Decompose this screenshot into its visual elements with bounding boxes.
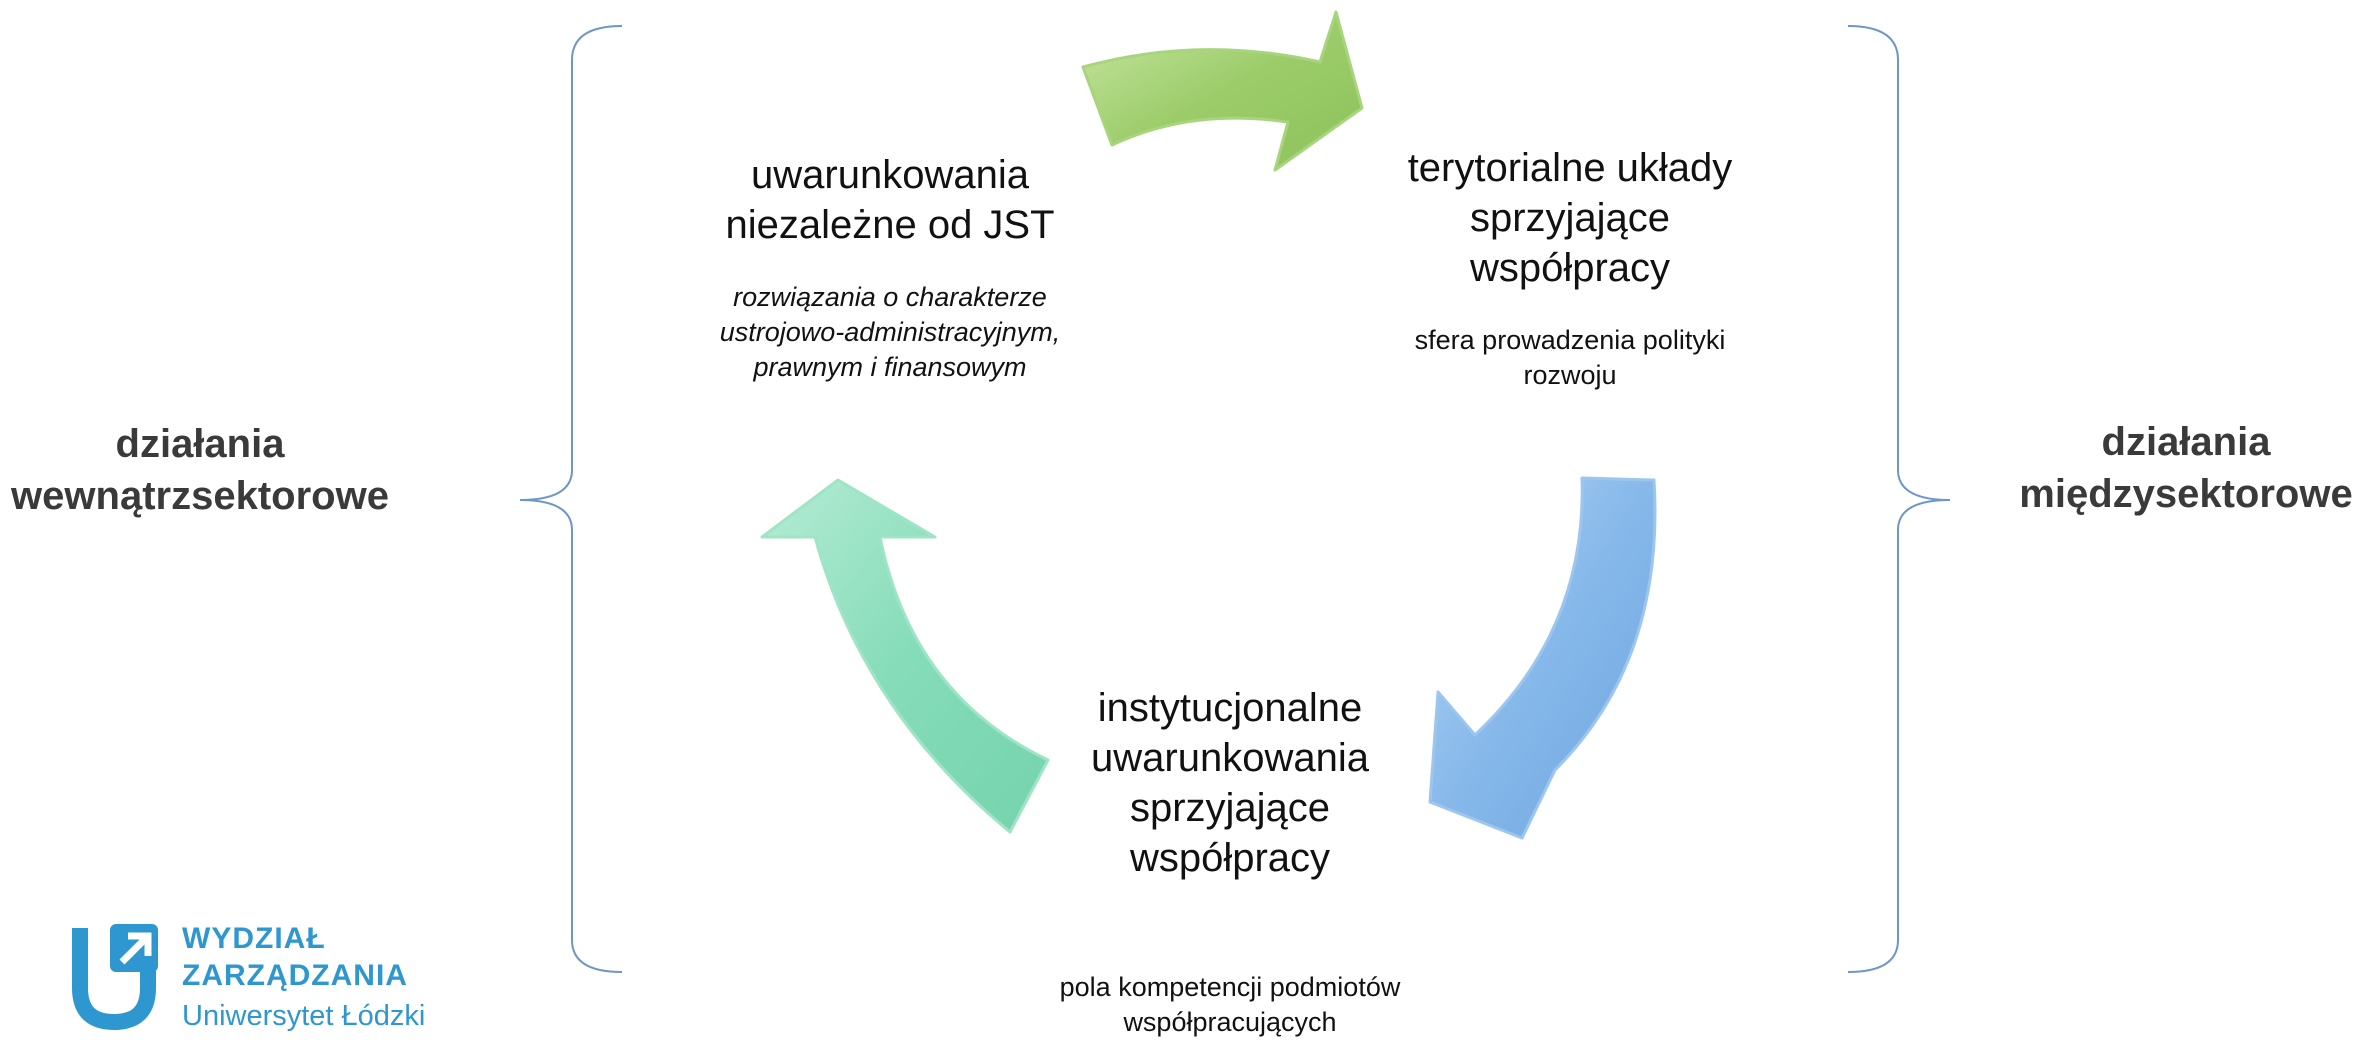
left-label-line: działania [115, 422, 285, 466]
title-line: sprzyjające [1129, 786, 1331, 830]
subtitle-line: rozwoju [1523, 360, 1617, 390]
right-label-line: działania [2101, 420, 2271, 464]
logo-mark-icon [72, 924, 158, 1031]
faculty-logo: WYDZIAŁ ZARZĄDZANIA Uniwersytet Łódzki [66, 918, 446, 1036]
right-brace [1847, 25, 1951, 973]
subtitle-line: ustrojowo-administracyjnym, [719, 317, 1061, 347]
node-subtitle: rozwiązania o charakterze ustrojowo-admi… [640, 280, 1140, 385]
title-line: instytucjonalne [1097, 686, 1363, 730]
logo-line-2: ZARZĄDZANIA [182, 959, 408, 992]
right-side-label: działania międzysektorowe [2000, 416, 2372, 520]
teal-arrow [760, 478, 1050, 834]
title-line: sprzyjające [1469, 196, 1671, 240]
blue-arrow [1428, 476, 1657, 840]
node-title: instytucjonalne uwarunkowania sprzyjając… [980, 683, 1480, 883]
logo-line-3: Uniwersytet Łódzki [182, 1000, 426, 1032]
title-line: współpracy [1129, 836, 1331, 880]
logo-line-1: WYDZIAŁ [182, 922, 326, 955]
node-bottom-subtitle: pola kompetencji podmiotów współpracując… [980, 970, 1480, 1040]
subtitle-line: rozwiązania o charakterze [733, 282, 1047, 312]
left-brace [519, 25, 623, 973]
node-subtitle: sfera prowadzenia polityki rozwoju [1320, 323, 1820, 393]
subtitle-line: sfera prowadzenia polityki [1414, 325, 1726, 355]
green-arrow [1081, 10, 1364, 172]
subtitle-line: współpracujących [1123, 1007, 1337, 1037]
left-label-line: wewnątrzsektorowe [11, 474, 389, 518]
title-line: współpracy [1469, 246, 1671, 290]
title-line: niezależne od JST [725, 203, 1055, 247]
title-line: terytorialne układy [1407, 146, 1733, 190]
title-line: uwarunkowania [751, 153, 1029, 197]
title-line: uwarunkowania [1091, 736, 1369, 780]
node-top-right: terytorialne układy sprzyjające współpra… [1320, 143, 1820, 393]
node-title: terytorialne układy sprzyjające współpra… [1320, 143, 1820, 293]
node-top-left: uwarunkowania niezależne od JST rozwiąza… [640, 150, 1140, 385]
subtitle-line: prawnym i finansowym [753, 352, 1027, 382]
node-bottom: instytucjonalne uwarunkowania sprzyjając… [980, 683, 1480, 883]
left-side-label: działania wewnątrzsektorowe [0, 418, 400, 522]
node-title: uwarunkowania niezależne od JST [640, 150, 1140, 250]
right-label-line: międzysektorowe [2019, 472, 2353, 516]
subtitle-line: pola kompetencji podmiotów [1059, 972, 1401, 1002]
